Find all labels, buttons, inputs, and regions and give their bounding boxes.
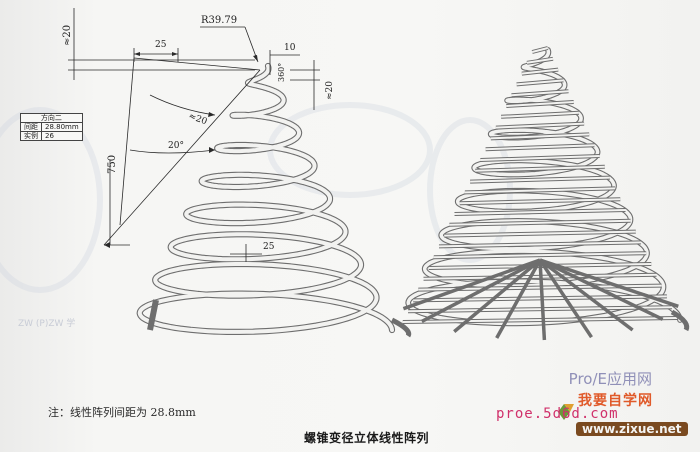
coil-start-stub bbox=[147, 299, 159, 331]
radial-strut bbox=[538, 259, 593, 339]
lattice-bar bbox=[454, 209, 626, 215]
lattice-bar bbox=[433, 252, 647, 259]
lattice-bar bbox=[444, 230, 636, 237]
watermark-logo-icon bbox=[558, 404, 574, 420]
lattice-bar bbox=[516, 79, 564, 86]
lattice-bar bbox=[501, 111, 579, 118]
radial-strut bbox=[538, 259, 547, 341]
table-row: 实例 26 bbox=[20, 131, 83, 141]
dim-angle-360: 360° bbox=[277, 63, 286, 82]
lattice-bar bbox=[511, 90, 569, 97]
watermark-title: Pro/E应用网 bbox=[568, 370, 652, 388]
lattice-bar bbox=[464, 187, 616, 194]
figure-caption: 螺锥变径立体线性阵列 bbox=[304, 431, 430, 445]
lattice-bar bbox=[506, 101, 574, 107]
radial-strut bbox=[539, 258, 679, 308]
watermark-site-name: 我要自学网 bbox=[578, 393, 653, 409]
dim-top-left-20: ≈20 bbox=[62, 25, 73, 46]
watermark-url: proe.5d6d.com bbox=[496, 406, 619, 422]
lattice-bar bbox=[449, 219, 631, 226]
watermark-url-secondary: www.zixue.net bbox=[576, 422, 688, 436]
lattice-bar bbox=[470, 176, 610, 183]
row-label: 间距 bbox=[20, 122, 42, 132]
pattern-parameter-table: 方向二 间距 28.80mm 实例 26 bbox=[20, 113, 83, 141]
lattice-bar bbox=[480, 155, 600, 161]
tube-body bbox=[137, 64, 394, 334]
dim-top-25: 25 bbox=[155, 40, 167, 50]
coil-tail bbox=[390, 317, 412, 338]
lattice-bar bbox=[402, 317, 678, 323]
radial-strut bbox=[538, 258, 634, 332]
faded-watermark-text: ZW (P)ZW 学 bbox=[18, 319, 76, 329]
conical-coil-lattice-right bbox=[402, 46, 690, 341]
row-label: 实例 bbox=[20, 131, 42, 141]
dimension-arrows bbox=[104, 52, 258, 248]
lattice-bar bbox=[407, 306, 673, 313]
lattice-bar bbox=[413, 295, 667, 302]
lattice-bar bbox=[495, 122, 585, 129]
dim-angle-20: 20° bbox=[168, 141, 184, 151]
site-watermark: Pro/E应用网 我要自学网 proe.5d6d.com www.zixue.n… bbox=[496, 368, 696, 448]
dim-top-10: 10 bbox=[284, 43, 296, 53]
conical-coil-left bbox=[136, 62, 412, 338]
radial-strut bbox=[420, 258, 541, 323]
lattice-bar bbox=[459, 198, 621, 205]
tube-body bbox=[406, 48, 682, 326]
radial-strut bbox=[402, 258, 541, 311]
row-value: 26 bbox=[41, 131, 83, 141]
table-header: 方向二 bbox=[20, 113, 83, 123]
lattice-bar bbox=[490, 133, 590, 140]
dim-radius: R39.79 bbox=[201, 15, 237, 26]
dim-right-20: ≈20 bbox=[325, 81, 335, 100]
dim-height-750: 750 bbox=[107, 155, 118, 174]
lattice-bar bbox=[485, 144, 595, 151]
radial-strut bbox=[453, 258, 542, 333]
lattice-bar bbox=[526, 57, 554, 64]
dimension-lines bbox=[68, 8, 320, 262]
lattice-tail bbox=[670, 309, 690, 332]
dim-mid-20: ≈20 bbox=[187, 111, 209, 127]
radial-strut bbox=[539, 258, 664, 321]
lattice-bar bbox=[475, 165, 605, 172]
table-row: 间距 28.80mm bbox=[20, 122, 83, 132]
figure-note: 注：线性阵列间距为 28.8mm bbox=[48, 406, 196, 419]
row-value: 28.80mm bbox=[41, 122, 83, 132]
radial-strut bbox=[495, 259, 542, 339]
lattice-bar bbox=[521, 68, 559, 75]
lattice-bar bbox=[531, 47, 549, 53]
dim-bottom-25: 25 bbox=[263, 242, 275, 252]
lattice-bar bbox=[438, 241, 642, 248]
